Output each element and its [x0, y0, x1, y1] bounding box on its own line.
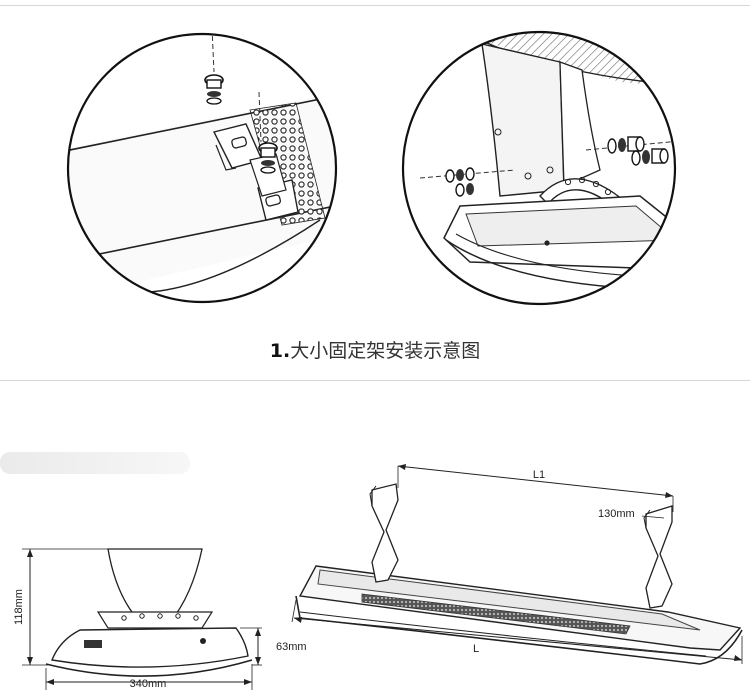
heating-grille: [361, 593, 631, 635]
width-dimension: 340mm: [130, 678, 167, 690]
perspective-drawing: L1 130mm L: [291, 464, 743, 665]
top-divider: [0, 5, 750, 6]
height-dimension: 118mm: [13, 589, 25, 625]
l1-dimension: L1: [533, 469, 545, 481]
caption-text: 大小固定架安装示意图: [290, 340, 481, 362]
length-dimension: L: [473, 643, 479, 655]
label-plate: [84, 640, 102, 648]
installation-caption: 1.大小固定架安装示意图: [0, 336, 750, 363]
large-bracket-detail: [401, 30, 677, 306]
caption-number: 1.: [269, 340, 291, 362]
side-profile-drawing: 118mm 340mm 63mm: [0, 452, 307, 690]
small-bracket-detail: [66, 32, 338, 304]
bracket-dimension: 130mm: [598, 508, 635, 520]
depth-dimension: 63mm: [276, 641, 307, 653]
section-divider: [0, 380, 750, 381]
blurred-watermark: [0, 452, 190, 474]
